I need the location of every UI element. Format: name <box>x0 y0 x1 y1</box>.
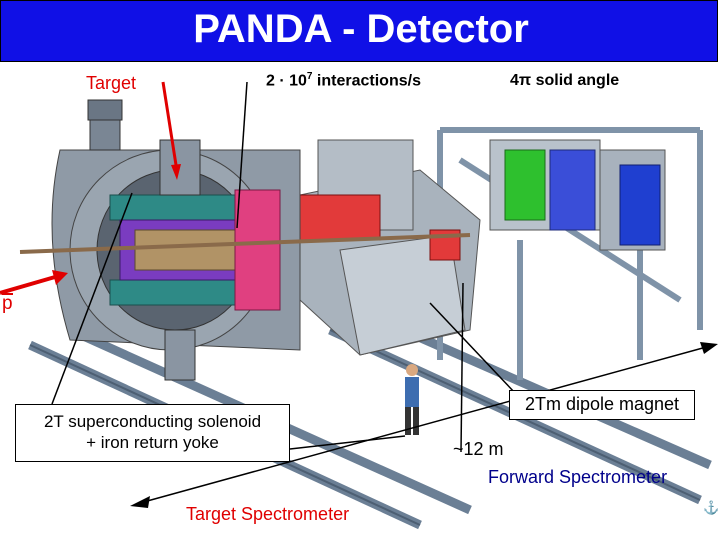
anchor-icon: ⚓ <box>703 500 720 515</box>
dipole-box: 2Tm dipole magnet <box>509 390 695 420</box>
solenoid-line-2: + iron return yoke <box>86 433 219 452</box>
label-interactions: 2 · 107 interactions/s <box>266 71 421 90</box>
person-figure <box>405 364 419 435</box>
label-target-spectrometer: Target Spectrometer <box>186 504 350 524</box>
interactions-tail: interactions/s <box>312 72 421 90</box>
label-solid-angle: 4π solid angle <box>510 72 620 89</box>
length-arrow-head-left <box>130 496 150 508</box>
label-antiproton: p <box>2 293 13 314</box>
title-bar: PANDA - Detector <box>0 0 718 62</box>
label-target: Target <box>86 73 137 93</box>
annotation-lines <box>51 81 711 504</box>
slide-title: PANDA - Detector <box>193 7 529 51</box>
dipole-label: 2Tm dipole magnet <box>524 394 680 414</box>
interactions-base: 2 · 10 <box>266 72 307 90</box>
interactions-exponent: 7 <box>306 71 313 82</box>
beam-pipe <box>19 233 471 254</box>
dipole-magnet <box>299 139 481 356</box>
target-spectrometer-barrel <box>51 99 301 381</box>
target-arrow <box>161 81 181 180</box>
detector-illustration <box>0 81 718 530</box>
solenoid-line-1: 2T superconducting solenoid <box>43 412 262 431</box>
solenoid-box: 2T superconducting solenoid + iron retur… <box>15 404 290 462</box>
forward-detectors <box>489 139 666 251</box>
label-forward-spectrometer: Forward Spectrometer <box>488 467 668 487</box>
length-arrow-head-right <box>700 342 718 354</box>
antiproton-arrow <box>0 270 68 295</box>
label-length: ~12 m <box>453 439 504 459</box>
